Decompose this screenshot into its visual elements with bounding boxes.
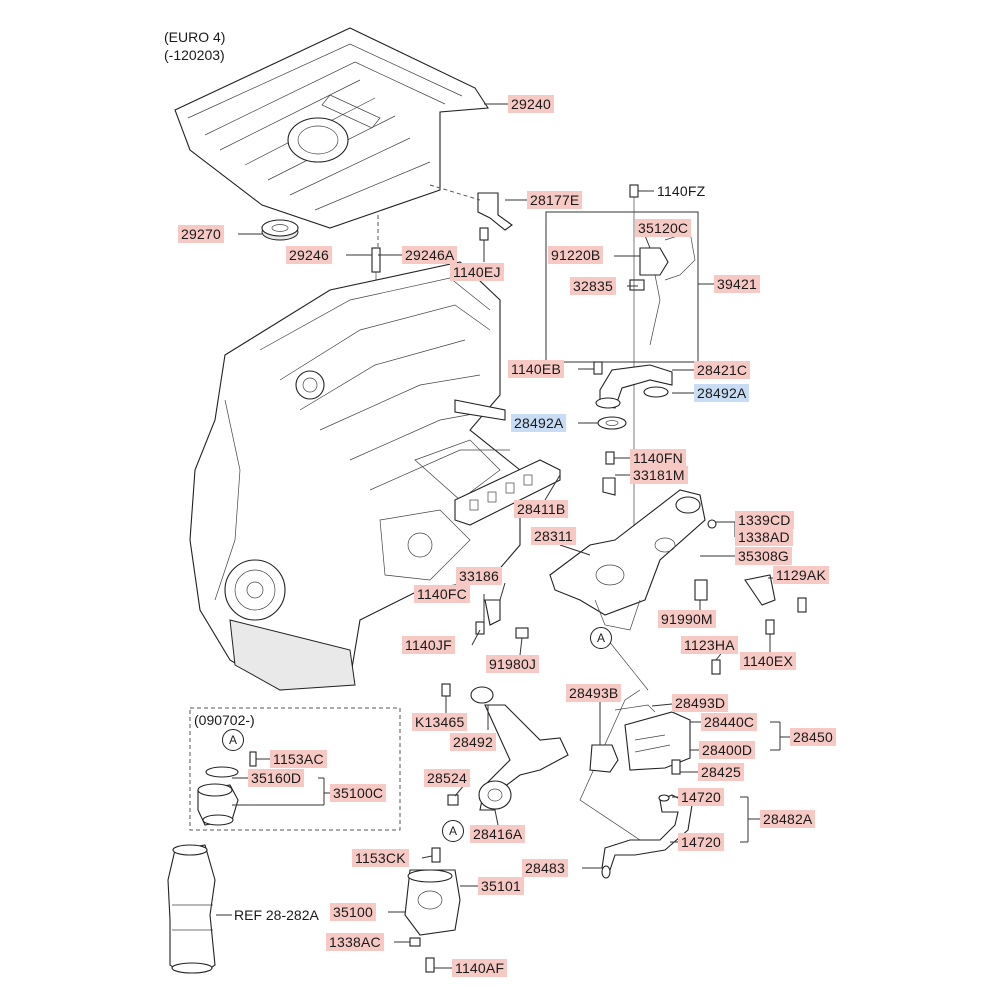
part-label-91980j[interactable]: 91980J <box>486 655 540 673</box>
part-label-28492[interactable]: 28492 <box>450 733 496 751</box>
part-label-28311[interactable]: 28311 <box>531 527 576 545</box>
part-label-1153ac[interactable]: 1153AC <box>270 750 327 768</box>
circle-marker-a: A <box>590 627 612 649</box>
part-label-28400d[interactable]: 28400D <box>699 741 756 759</box>
part-label-1140fc[interactable]: 1140FC <box>414 585 470 603</box>
part-label-1140fn[interactable]: 1140FN <box>630 449 686 467</box>
part-label-28440c[interactable]: 28440C <box>701 713 758 731</box>
note-euro: (EURO 4) <box>164 29 226 45</box>
part-label-35308g[interactable]: 35308G <box>735 547 793 565</box>
part-label-39421[interactable]: 39421 <box>714 275 760 293</box>
part-label-1338ac[interactable]: 1338AC <box>326 933 384 951</box>
part-label-28483[interactable]: 28483 <box>522 859 568 877</box>
note-ref: REF 28-282A <box>234 907 319 923</box>
exhaust-manifold-28311 <box>549 489 706 631</box>
part-label-35101[interactable]: 35101 <box>478 877 524 895</box>
part-label-1129ak[interactable]: 1129AK <box>773 566 829 584</box>
part-label-1140jf[interactable]: 1140JF <box>402 636 455 654</box>
part-label-28450[interactable]: 28450 <box>790 728 836 746</box>
part-label-33186[interactable]: 33186 <box>456 567 502 585</box>
part-label-28421c[interactable]: 28421C <box>694 361 751 379</box>
note-date-box: (090702-) <box>194 712 255 728</box>
part-label-29246a[interactable]: 29246A <box>402 246 458 264</box>
note-date-from: (-120203) <box>164 47 225 63</box>
part-label-35160d[interactable]: 35160D <box>248 769 305 787</box>
part-label-28425[interactable]: 28425 <box>698 763 744 781</box>
part-label-35100[interactable]: 35100 <box>330 903 376 921</box>
part-label-28492a[interactable]: 28492A <box>694 384 750 402</box>
part-label-1153ck[interactable]: 1153CK <box>352 849 409 867</box>
part-label-33181m[interactable]: 33181M <box>630 466 688 484</box>
part-label-28493d[interactable]: 28493D <box>672 694 729 712</box>
part-label-1140eb[interactable]: 1140EB <box>508 360 564 378</box>
part-label-35100c[interactable]: 35100C <box>330 784 387 802</box>
part-label-1123ha[interactable]: 1123HA <box>681 636 738 654</box>
part-label-1140af[interactable]: 1140AF <box>452 959 508 977</box>
part-label-35120c[interactable]: 35120C <box>635 219 692 237</box>
part-label-28492a[interactable]: 28492A <box>511 414 567 432</box>
part-label-1338ad[interactable]: 1338AD <box>735 528 793 546</box>
engine-cover-29240 <box>174 27 489 229</box>
part-label-91220b[interactable]: 91220B <box>548 246 604 264</box>
part-label-28177e[interactable]: 28177E <box>527 191 583 209</box>
part-label-28411b[interactable]: 28411B <box>514 500 569 518</box>
part-label-14720[interactable]: 14720 <box>678 788 724 806</box>
part-label-29270[interactable]: 29270 <box>178 225 224 243</box>
part-label-28416a[interactable]: 28416A <box>470 825 526 843</box>
part-label-1140fz[interactable]: 1140FZ <box>657 183 706 199</box>
part-label-28482a[interactable]: 28482A <box>760 810 816 828</box>
part-label-k13465[interactable]: K13465 <box>412 713 468 731</box>
part-label-14720[interactable]: 14720 <box>678 833 724 851</box>
part-label-1140ej[interactable]: 1140EJ <box>450 263 504 281</box>
circle-marker-a: A <box>442 820 464 842</box>
egr-cooler-28450 <box>614 704 691 775</box>
part-label-1339cd[interactable]: 1339CD <box>735 511 794 529</box>
part-label-29240[interactable]: 29240 <box>508 95 554 113</box>
part-label-91990m[interactable]: 91990M <box>658 610 716 628</box>
sensor-kit-box <box>545 211 699 363</box>
part-label-29246[interactable]: 29246 <box>286 246 332 264</box>
part-label-1140ex[interactable]: 1140EX <box>740 652 796 670</box>
variant-box <box>189 707 401 831</box>
engine-block <box>189 261 521 691</box>
part-label-32835[interactable]: 32835 <box>570 277 616 295</box>
part-label-28493b[interactable]: 28493B <box>566 684 622 702</box>
circle-marker-a: A <box>222 729 244 751</box>
part-label-28524[interactable]: 28524 <box>424 769 470 787</box>
